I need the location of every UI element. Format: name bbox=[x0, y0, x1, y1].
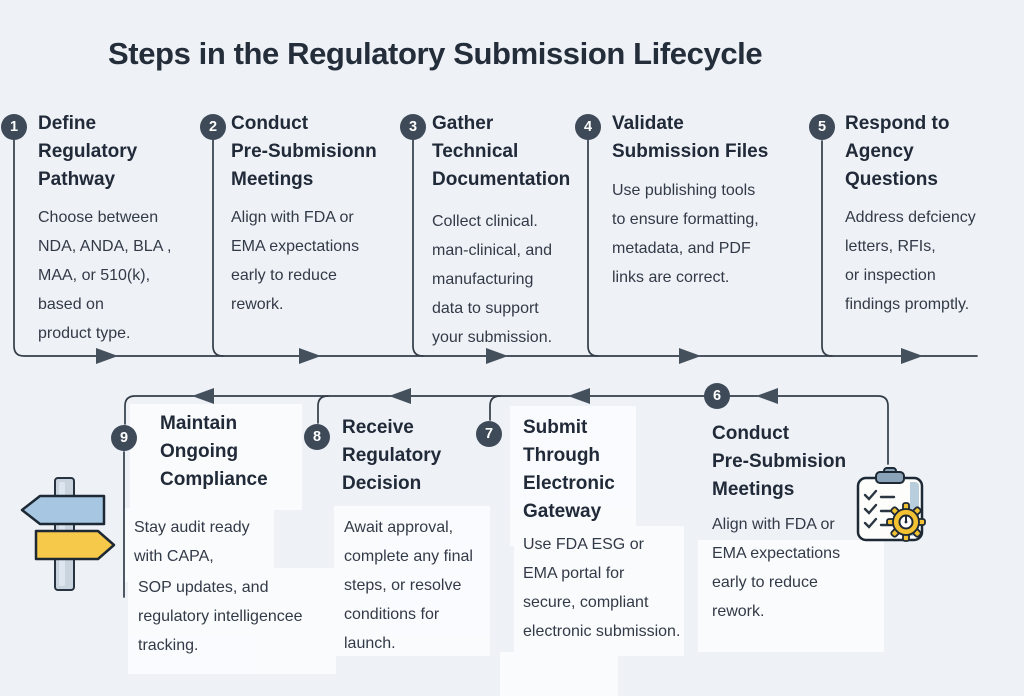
step-2-body: Align with FDA or EMA expectations early… bbox=[231, 209, 360, 313]
step-9-body: Stay audit ready with CAPA, bbox=[134, 519, 250, 565]
step-7-body: Use FDA ESG or EMA portal for secure, co… bbox=[523, 536, 681, 640]
step-4-badge: 4 bbox=[575, 114, 601, 140]
step-9-badge: 9 bbox=[111, 425, 137, 451]
step-3-badge: 3 bbox=[400, 114, 426, 140]
step-7-badge: 7 bbox=[476, 421, 502, 447]
step-9-heading: Maintain Ongoing Compliance bbox=[160, 413, 268, 490]
page-title: Steps in the Regulatory Submission Lifec… bbox=[108, 36, 763, 71]
step-6-badge: 6 bbox=[704, 383, 730, 409]
return-line bbox=[124, 395, 889, 465]
step-4-body: Use publishing tools to ensure formattin… bbox=[612, 182, 759, 286]
gear-icon bbox=[886, 502, 926, 542]
arrowheads bbox=[96, 348, 923, 404]
step-9-body-2: SOP updates, and regulatory intelligence… bbox=[138, 579, 303, 654]
step-3-heading: Gather Technical Documentation bbox=[432, 113, 571, 190]
step-5-body: Address defciency letters, RFIs, or insp… bbox=[845, 209, 976, 313]
step-2-heading: Conduct Pre-Submisionn Meetings bbox=[231, 113, 377, 190]
clipboard-gear-icon bbox=[848, 460, 940, 552]
step-3-body: Collect clinical. man-clinical, and manu… bbox=[432, 213, 553, 346]
step-1-body: Choose between NDA, ANDA, BLA , MAA, or … bbox=[38, 209, 172, 342]
step-8-badge: 8 bbox=[304, 424, 330, 450]
step-5-heading: Respond to Agency Questions bbox=[845, 113, 950, 190]
step-1-heading: Define Regulatory Pathway bbox=[38, 113, 138, 190]
step-1-badge: 1 bbox=[1, 114, 27, 140]
step-4-heading: Validate Submission Files bbox=[612, 113, 769, 162]
step-6-heading: Conduct Pre-Submision Meetings bbox=[712, 423, 847, 500]
step-5-badge: 5 bbox=[809, 114, 835, 140]
signpost-icon bbox=[0, 458, 120, 598]
forward-line bbox=[13, 139, 978, 357]
step-8-heading: Receive Regulatory Decision bbox=[342, 417, 442, 494]
step-6-body: Align with FDA or EMA expectations early… bbox=[712, 516, 841, 620]
step-8-body: Await approval, complete any final steps… bbox=[344, 519, 473, 652]
step-7-heading: Submit Through Electronic Gateway bbox=[523, 417, 615, 522]
step-2-badge: 2 bbox=[200, 114, 226, 140]
